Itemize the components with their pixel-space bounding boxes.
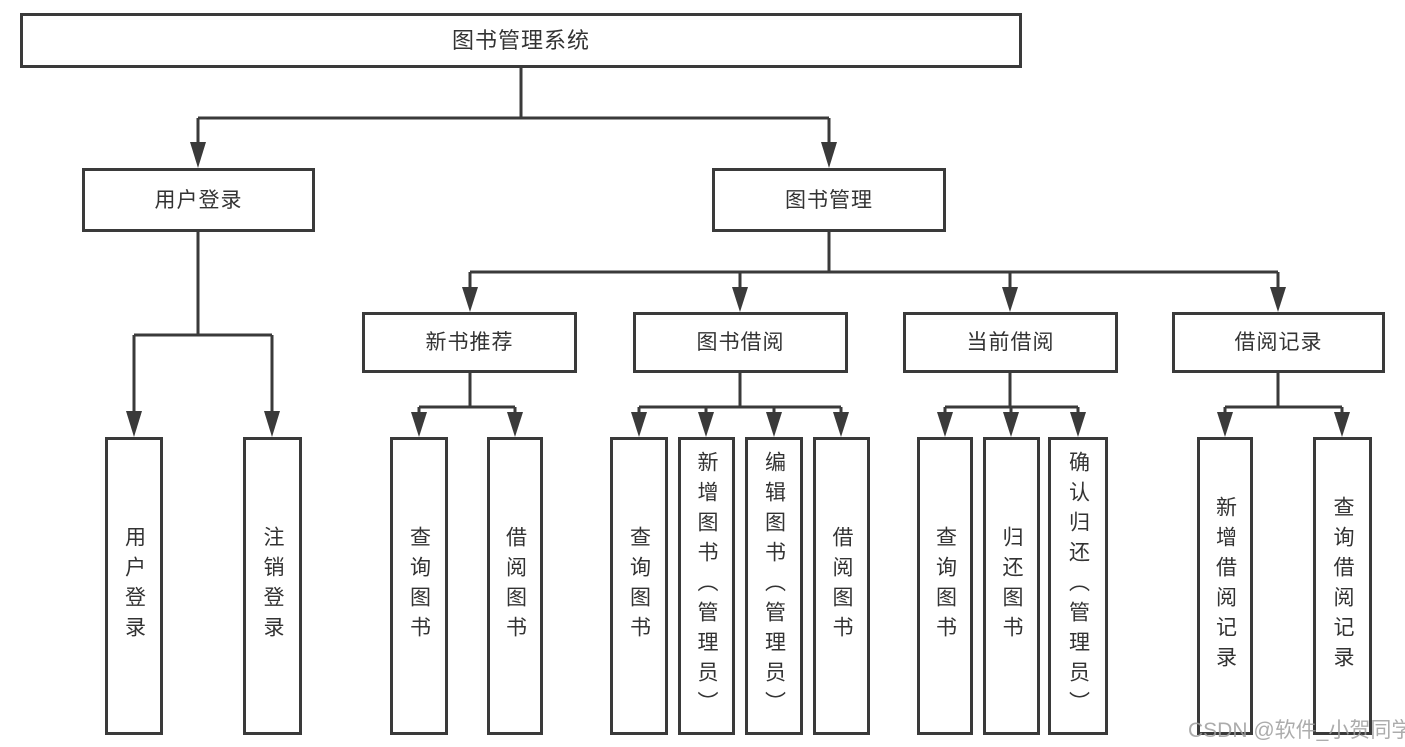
node-new-book-rec: 新书推荐 [362,312,577,373]
node-leaf-bb-add-books-admin-label: 新增图书（管理员） [695,451,718,721]
node-new-book-rec-label: 新书推荐 [425,331,514,354]
node-book-mgmt: 图书管理 [712,168,946,232]
edge-new-book-rec-children [411,373,523,437]
node-leaf-cb-confirm-return-admin: 确认归还（管理员） [1048,437,1108,735]
node-leaf-cb-query-books-label: 查询图书 [933,526,957,646]
arrowhead [411,412,427,437]
arrowhead [937,412,953,437]
node-root: 图书管理系统 [20,13,1022,68]
node-root-label: 图书管理系统 [451,27,590,53]
node-leaf-bb-query-books: 查询图书 [610,437,668,735]
arrowhead [264,411,280,437]
node-leaf-cb-return-books: 归还图书 [983,437,1040,735]
node-leaf-cb-query-books: 查询图书 [917,437,973,735]
node-leaf-br-query-record-label: 查询借阅记录 [1331,496,1354,676]
edge-current-borrow-children [937,373,1086,437]
node-leaf-cb-return-books-label: 归还图书 [1000,526,1023,646]
node-leaf-logout: 注销登录 [243,437,302,735]
node-leaf-logout-label: 注销登录 [261,526,284,646]
arrowhead [833,412,849,437]
node-current-borrow-label: 当前借阅 [966,331,1055,354]
arrowhead [821,142,837,168]
node-leaf-br-add-record: 新增借阅记录 [1197,437,1253,735]
arrowhead [698,412,714,437]
node-leaf-user-login: 用户登录 [105,437,163,735]
arrowhead [1270,287,1286,312]
arrowhead [126,411,142,437]
arrowhead [732,287,748,312]
node-leaf-cb-confirm-return-admin-label: 确认归还（管理员） [1066,451,1090,721]
edge-root-children [190,68,837,168]
arrowhead [1002,287,1018,312]
node-current-borrow: 当前借阅 [903,312,1118,373]
node-leaf-bb-borrow-books-label: 借阅图书 [830,526,853,646]
node-user-login: 用户登录 [82,168,315,232]
node-borrow-records-label: 借阅记录 [1234,331,1323,354]
arrowhead [507,412,523,437]
edge-book-mgmt-children [462,232,1286,312]
arrowhead [1217,412,1233,437]
node-leaf-bb-add-books-admin: 新增图书（管理员） [678,437,735,735]
arrowhead [631,412,647,437]
edge-book-borrow-children [631,373,849,437]
node-leaf-bb-borrow-books: 借阅图书 [813,437,870,735]
node-book-mgmt-label: 图书管理 [785,188,873,212]
arrowhead [1334,412,1350,437]
arrowhead [1003,412,1019,437]
node-leaf-user-login-label: 用户登录 [122,526,146,646]
node-leaf-rec-borrow-books: 借阅图书 [487,437,543,735]
arrowhead [190,142,206,168]
node-user-login-label: 用户登录 [154,188,243,212]
node-leaf-bb-query-books-label: 查询图书 [627,526,651,646]
node-book-borrow-label: 图书借阅 [696,331,785,354]
arrowhead [766,412,782,437]
node-leaf-br-query-record: 查询借阅记录 [1313,437,1372,735]
node-book-borrow: 图书借阅 [633,312,848,373]
arrowhead [462,287,478,312]
node-leaf-rec-borrow-books-label: 借阅图书 [503,526,527,646]
node-leaf-rec-query-books: 查询图书 [390,437,448,735]
node-borrow-records: 借阅记录 [1172,312,1385,373]
node-leaf-bb-edit-books-admin-label: 编辑图书（管理员） [762,451,786,721]
node-leaf-bb-edit-books-admin: 编辑图书（管理员） [745,437,803,735]
node-leaf-br-add-record-label: 新增借阅记录 [1213,496,1237,676]
edge-borrow-records-children [1217,373,1350,437]
node-leaf-rec-query-books-label: 查询图书 [407,526,431,646]
arrowhead [1070,412,1086,437]
edge-user-login-children [126,232,280,437]
